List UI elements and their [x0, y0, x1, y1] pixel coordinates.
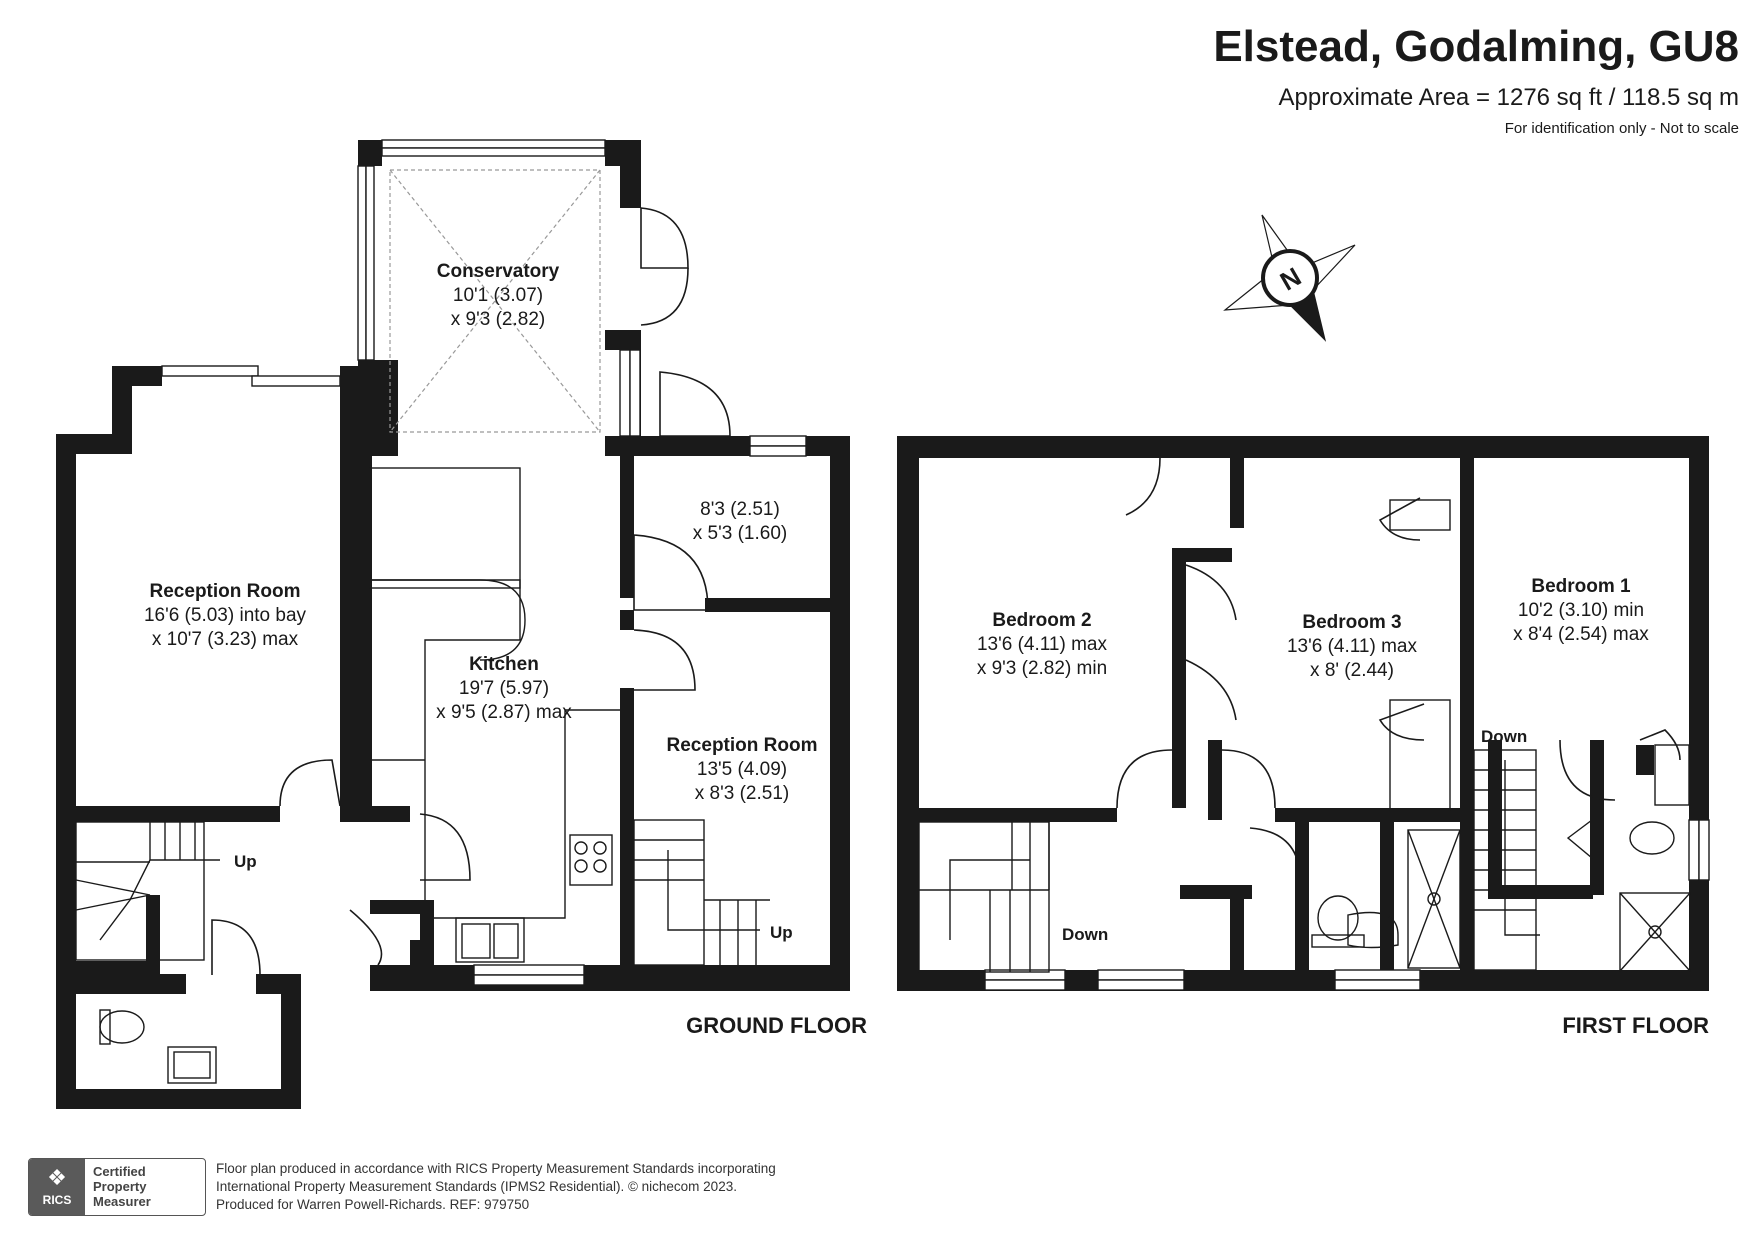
bedroom-2-dim-1: 13'6 (4.11) max	[977, 634, 1108, 655]
reception-room-2-label: Reception Room 13'5 (4.09) x 8'3 (2.51)	[667, 735, 818, 804]
disclaimer-note: For identification only - Not to scale	[1504, 120, 1739, 137]
first-floor-windows	[984, 819, 1710, 991]
reception-room-1-dim-2: x 10'7 (3.23) max	[152, 629, 299, 650]
bedroom-1-label: Bedroom 1 10'2 (3.10) min x 8'4 (2.54) m…	[1513, 576, 1649, 645]
kitchen-name: Kitchen	[469, 654, 539, 675]
rics-certified-badge: ❖ RICS Certified Property Measurer	[28, 1158, 206, 1216]
rics-logo: ❖ RICS	[29, 1159, 85, 1215]
ground-floor-wc	[99, 1009, 217, 1084]
stairs-up-label-2: Up	[770, 923, 793, 942]
rics-badge-line-1: Certified	[93, 1164, 146, 1179]
utility-dim-1: 8'3 (2.51)	[700, 499, 780, 520]
reception-room-2-name: Reception Room	[667, 735, 818, 756]
first-floor-bathroom	[1311, 818, 1691, 972]
bedroom-2-name: Bedroom 2	[992, 610, 1091, 631]
kitchen-dim-2: x 9'5 (2.87) max	[436, 702, 572, 723]
conservatory-name: Conservatory	[437, 261, 560, 282]
kitchen-fittings	[372, 579, 620, 963]
ground-floor-stairs	[75, 819, 770, 966]
rics-badge-line-3: Measurer	[93, 1194, 151, 1209]
compass-icon: N	[1223, 214, 1356, 342]
rics-logo-word: RICS	[42, 1193, 72, 1207]
ground-floor-label: GROUND FLOOR	[686, 1013, 867, 1038]
ground-floor-windows	[161, 139, 807, 986]
approximate-area: Approximate Area = 1276 sq ft / 118.5 sq…	[1278, 84, 1740, 111]
reception-room-1-dim-1: 16'6 (5.03) into bay	[144, 605, 307, 626]
first-floor-label: FIRST FLOOR	[1562, 1013, 1709, 1038]
footer-line-3: Produced for Warren Powell-Richards. REF…	[216, 1197, 530, 1212]
conservatory-roof-lines	[389, 169, 601, 433]
utility-dim-2: x 5'3 (1.60)	[693, 523, 787, 544]
conservatory-label: Conservatory 10'1 (3.07) x 9'3 (2.82)	[437, 261, 560, 330]
first-floor-walls	[897, 436, 1709, 991]
bedroom-3-name: Bedroom 3	[1302, 612, 1401, 633]
bedroom-3-label: Bedroom 3 13'6 (4.11) max x 8' (2.44)	[1287, 612, 1418, 681]
reception-room-2-dim-2: x 8'3 (2.51)	[695, 783, 789, 804]
footer-line-1: Floor plan produced in accordance with R…	[216, 1161, 776, 1176]
reception-room-2-dim-1: 13'5 (4.09)	[697, 759, 787, 780]
kitchen-label: Kitchen 19'7 (5.97) x 9'5 (2.87) max	[436, 654, 572, 723]
bedroom-1-name: Bedroom 1	[1531, 576, 1631, 597]
footer-line-2: International Property Measurement Stand…	[216, 1179, 737, 1194]
bedroom-2-dim-2: x 9'3 (2.82) min	[977, 658, 1107, 679]
reception-room-1-label: Reception Room 16'6 (5.03) into bay x 10…	[144, 581, 307, 650]
bedroom-1-dim-1: 10'2 (3.10) min	[1518, 600, 1644, 621]
stairs-down-label-2: Down	[1481, 727, 1527, 746]
bedroom-3-dim-1: 13'6 (4.11) max	[1287, 636, 1418, 657]
conservatory-dim-2: x 9'3 (2.82)	[451, 309, 545, 330]
stairs-up-label-1: Up	[234, 852, 257, 871]
rics-emblem-icon: ❖	[47, 1165, 67, 1190]
conservatory-dim-1: 10'1 (3.07)	[453, 285, 543, 306]
bedroom-1-dim-2: x 8'4 (2.54) max	[1513, 624, 1649, 645]
stairs-down-label-1: Down	[1062, 925, 1108, 944]
utility-label: 8'3 (2.51) x 5'3 (1.60)	[693, 499, 787, 544]
first-floor-doors	[1116, 457, 1690, 881]
rics-badge-text: Certified Property Measurer	[93, 1164, 151, 1209]
bedroom-2-label: Bedroom 2 13'6 (4.11) max x 9'3 (2.82) m…	[977, 610, 1108, 679]
reception-room-1-name: Reception Room	[150, 581, 301, 602]
rics-badge-line-2: Property	[93, 1179, 147, 1194]
footer-note: Floor plan produced in accordance with R…	[216, 1160, 776, 1214]
first-floor-stairs	[918, 749, 1540, 973]
kitchen-dim-1: 19'7 (5.97)	[459, 678, 549, 699]
bedroom-3-dim-2: x 8' (2.44)	[1310, 660, 1394, 681]
page-title: Elstead, Godalming, GU8	[1213, 22, 1739, 71]
